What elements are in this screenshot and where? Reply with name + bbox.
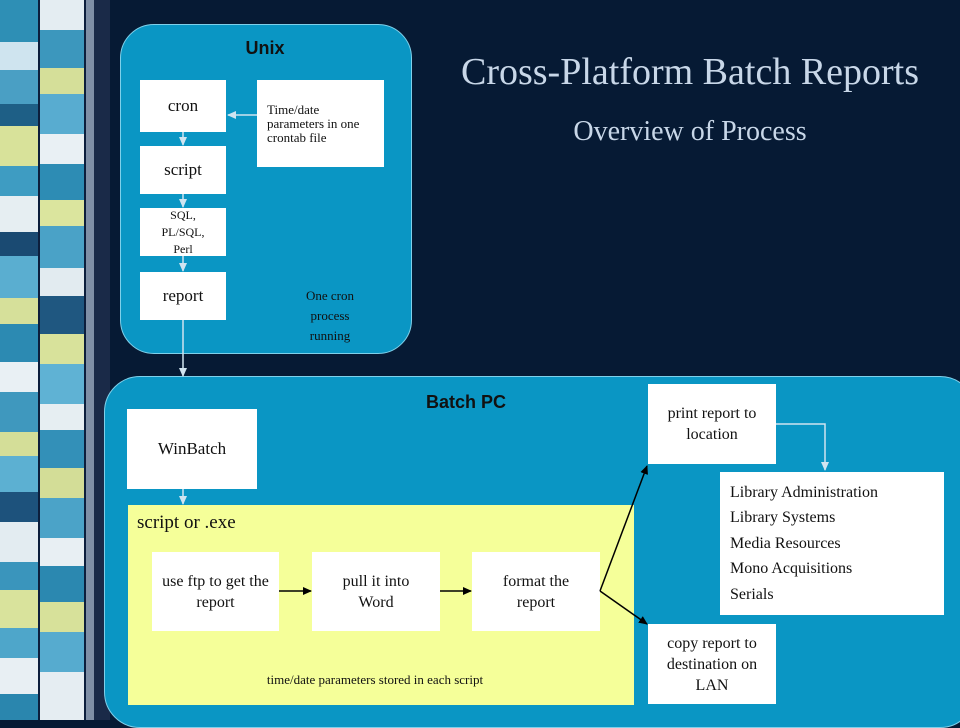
destinations-box: Library Administration Library Systems M… <box>720 472 944 615</box>
script-label: script <box>164 160 202 179</box>
script-box: script <box>140 146 226 194</box>
format-step-label: format the report <box>502 572 570 611</box>
crontab-params-label: Time/date parameters in one crontab file <box>267 101 360 145</box>
print-report-box: print report to location <box>648 384 776 464</box>
destination-item: Media Resources <box>730 534 841 552</box>
crontab-params-box: Time/date parameters in one crontab file <box>257 80 384 167</box>
decorative-stripe-bar <box>0 0 110 720</box>
destination-item: Library Administration <box>730 483 878 501</box>
arrow-format-to-print <box>599 465 648 592</box>
report-box: report <box>140 272 226 320</box>
ftp-step-box: use ftp to get the report <box>152 552 279 631</box>
copy-report-label: copy report to destination on LAN <box>666 634 758 694</box>
arrow-print-to-destinations <box>776 423 829 471</box>
page-title: Cross-Platform Batch Reports <box>460 51 920 93</box>
script-params-note: time/date parameters stored in each scri… <box>266 672 484 687</box>
cron-box: cron <box>140 80 226 132</box>
unix-heading: Unix <box>245 38 285 58</box>
format-step-box: format the report <box>472 552 600 631</box>
arrow-format-to-copy <box>599 590 648 625</box>
winbatch-label: WinBatch <box>157 439 227 458</box>
destinations-list: Library Administration Library Systems M… <box>730 480 878 608</box>
copy-report-box: copy report to destination on LAN <box>648 624 776 704</box>
languages-box: SQL, PL/SQL, Perl <box>140 208 226 256</box>
destination-item: Serials <box>730 585 774 603</box>
script-area-label: script or .exe <box>137 512 236 533</box>
destination-item: Mono Acquisitions <box>730 560 853 578</box>
report-label: report <box>162 286 204 305</box>
cron-process-note: One cron process running <box>305 288 354 343</box>
destination-item: Library Systems <box>730 509 836 527</box>
languages-label: SQL, PL/SQL, Perl <box>161 207 205 256</box>
page-subtitle: Overview of Process <box>573 116 807 147</box>
winbatch-box: WinBatch <box>127 409 257 489</box>
word-step-label: pull it into Word <box>342 572 410 611</box>
batch-pc-heading: Batch PC <box>425 392 506 412</box>
cron-label: cron <box>167 96 199 115</box>
ftp-step-label: use ftp to get the report <box>162 572 269 611</box>
word-step-box: pull it into Word <box>312 552 440 631</box>
print-report-label: print report to location <box>667 405 757 443</box>
